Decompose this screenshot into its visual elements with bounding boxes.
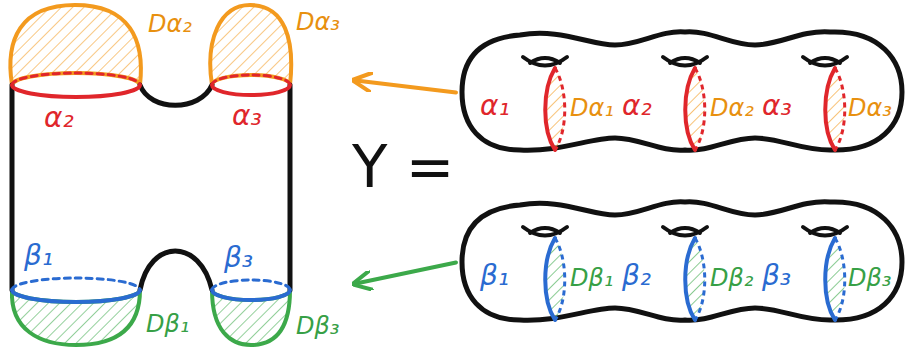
- disk-label: Dα₂: [148, 12, 192, 36]
- disk-label: Dβ₃: [848, 266, 891, 290]
- beta-surface: β₁ Dβ₁ β₂ Dβ₂ β₃ Dβ₃: [462, 200, 904, 325]
- handle-hole: [663, 227, 707, 320]
- mapping-arrow: [356, 263, 456, 284]
- handle-hole: [663, 57, 707, 150]
- disk-label: Dα₂: [710, 96, 754, 120]
- disk-label: Dβ₃: [296, 314, 339, 338]
- equation-label: Y =: [352, 138, 454, 196]
- disk-label: Dβ₁: [570, 266, 613, 290]
- curve-label: β₂: [622, 262, 651, 290]
- genus-three-surface: [462, 202, 902, 320]
- curve-label: β₁: [24, 242, 53, 270]
- surface-outline: [462, 32, 902, 150]
- curve-label: α₂: [44, 104, 74, 132]
- curve-label: β₃: [224, 244, 253, 272]
- curve-label: α₃: [232, 102, 262, 130]
- genus-three-surface: [462, 32, 902, 150]
- curve-label: β₁: [480, 262, 509, 290]
- disk-label: Dα₃: [296, 10, 340, 34]
- handle-hole: [803, 227, 847, 320]
- handlebody-figure: [10, 5, 291, 345]
- disk-label: Dβ₂: [710, 266, 753, 290]
- handle-hole: [523, 57, 567, 150]
- alpha-surface: α₁ Dα₁ α₂ Dα₂ α₃ Dα₃: [462, 30, 904, 155]
- disk-label: Dα₃: [848, 96, 892, 120]
- disk-label: Dα₁: [570, 96, 614, 120]
- mapping-arrow: [356, 81, 456, 93]
- handle-hole: [523, 227, 567, 320]
- surface-outline: [462, 202, 902, 320]
- curve-label: α₂: [622, 92, 652, 120]
- disk-label: Dβ₁: [146, 312, 189, 336]
- handlebody-figure: Dα₂ Dα₃ α₂ α₃ β₁ β₃ Dβ₁ Dβ₃: [0, 0, 350, 350]
- curve-label: α₃: [762, 92, 792, 120]
- curve-label: α₁: [480, 92, 510, 120]
- handle-hole: [803, 57, 847, 150]
- curve-label: β₃: [762, 262, 791, 290]
